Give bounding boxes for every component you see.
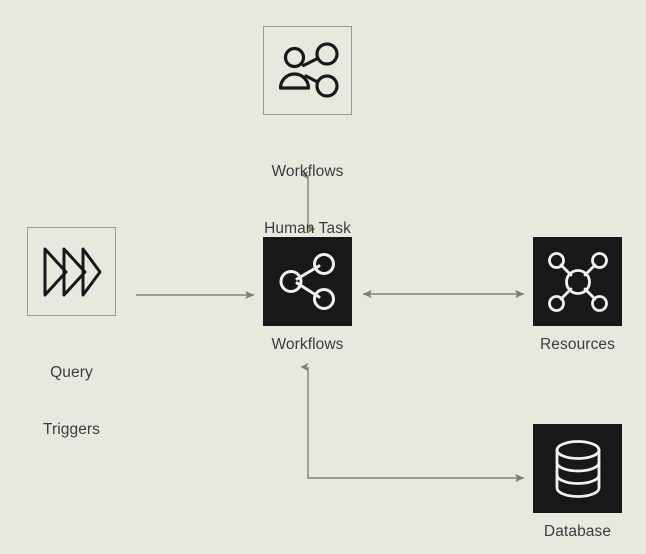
database-cylinder-icon xyxy=(550,438,606,500)
node-box-workflows-human-task[interactable] xyxy=(263,26,352,115)
node-label-line-1: Workflows xyxy=(271,163,344,180)
node-resources[interactable]: Resources xyxy=(533,237,622,354)
node-label-query-triggers: Query Triggers xyxy=(43,325,100,477)
node-label-resources: Resources xyxy=(540,336,615,353)
node-label-line-1: Query xyxy=(50,364,93,381)
node-label-database: Database xyxy=(543,523,612,540)
edge-workflows-database xyxy=(300,362,525,482)
node-box-query-triggers[interactable] xyxy=(27,227,116,316)
node-box-workflows[interactable] xyxy=(263,237,352,326)
person-share-icon xyxy=(276,41,340,101)
node-query-triggers[interactable]: Query Triggers xyxy=(27,227,116,477)
node-workflows-human-task[interactable]: Workflows Human Task xyxy=(263,26,352,276)
hub-spoke-icon xyxy=(547,251,609,313)
node-label-workflows: Workflows xyxy=(271,336,344,353)
node-workflows[interactable]: Workflows xyxy=(263,237,352,354)
node-box-resources[interactable] xyxy=(533,237,622,326)
node-database[interactable]: Database xyxy=(533,424,622,541)
node-label-workflows-human-task: Workflows Human Task xyxy=(264,124,351,276)
share-nodes-icon xyxy=(279,252,337,311)
node-label-line-2: Triggers xyxy=(42,421,101,438)
node-label-line-2: Human Task xyxy=(264,220,351,237)
triple-chevron-icon xyxy=(41,246,103,298)
node-box-database[interactable] xyxy=(533,424,622,513)
